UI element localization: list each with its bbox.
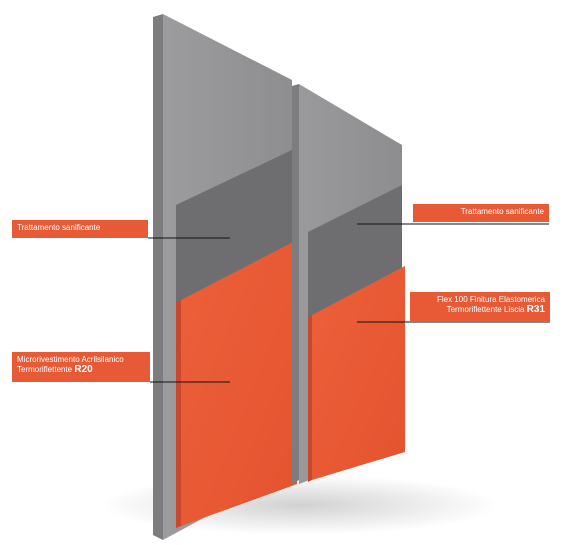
label-sanitizing-right-text: Trattamento sanificante <box>460 207 544 216</box>
left-panel-orange-finish <box>181 240 297 526</box>
label-r20: Microrivestimento Acrilsilanico Termorif… <box>12 352 150 382</box>
label-r20-code: R20 <box>74 364 93 375</box>
label-r20-line1: Microrivestimento Acrilsilanico <box>17 355 124 364</box>
label-r20-line2: Termoriflettente <box>17 365 75 374</box>
label-sanitizing-left-text: Trattamento sanificante <box>17 223 101 232</box>
left-panel <box>153 14 297 540</box>
label-sanitizing-right: Trattamento sanificante <box>413 204 549 222</box>
right-panel-orange-finish <box>312 266 405 480</box>
label-r31-line1: Flex 100 Finitura Elastomerica <box>436 295 545 304</box>
right-panel-orange-edge <box>308 315 312 482</box>
label-r31-line2: Termoriflettente Liscia <box>446 305 527 314</box>
label-r31-code: R31 <box>526 304 545 315</box>
right-panel <box>292 84 405 484</box>
right-panel-edge <box>292 84 299 484</box>
left-panel-orange-edge <box>176 300 181 528</box>
left-panel-edge <box>153 14 163 540</box>
label-r31: Flex 100 Finitura Elastomerica Termorifl… <box>410 292 550 322</box>
label-sanitizing-left: Trattamento sanificante <box>12 220 148 238</box>
